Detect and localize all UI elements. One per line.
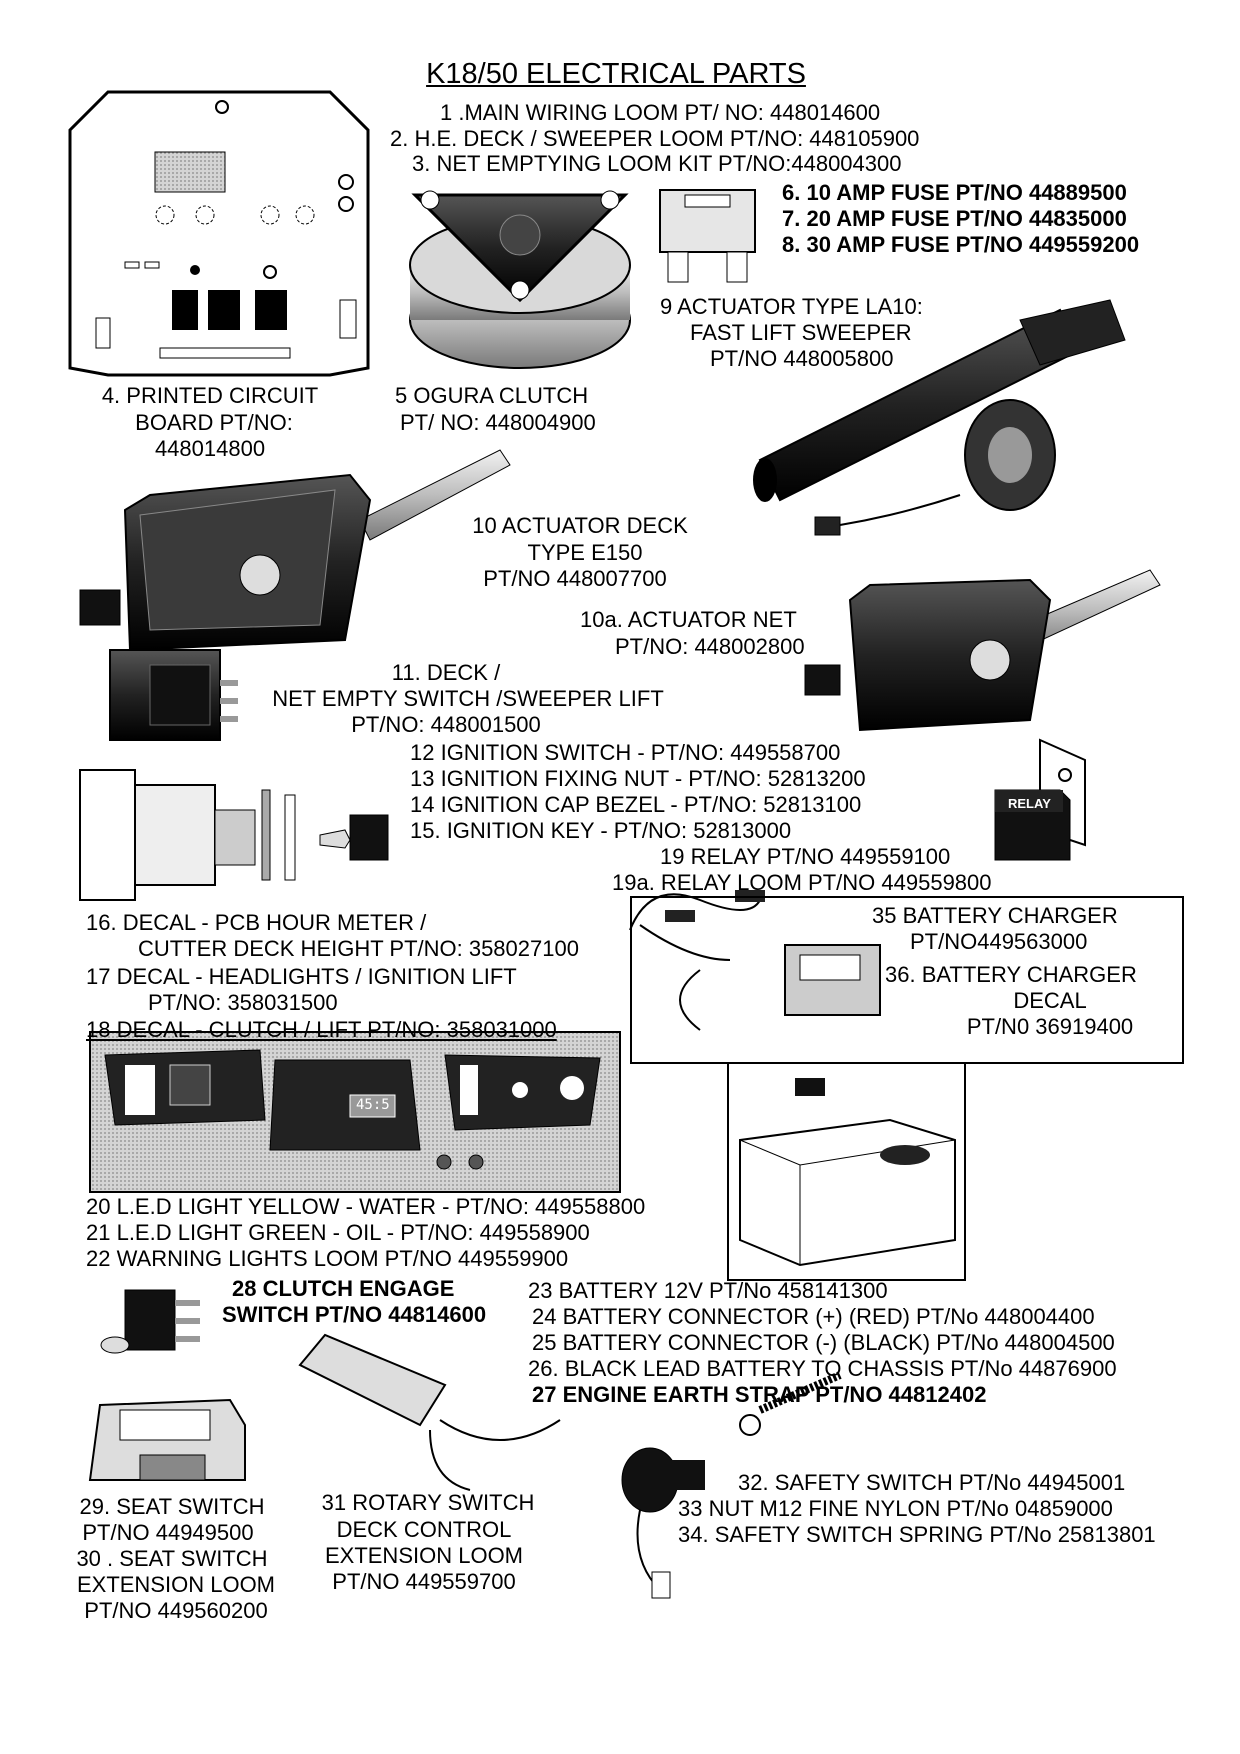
- label-actuator-net-2: PT/NO: 448002800: [615, 634, 805, 659]
- label-ignition-nut: 13 IGNITION FIXING NUT - PT/NO: 52813200: [410, 766, 866, 791]
- label-decal-17a: 17 DECAL - HEADLIGHTS / IGNITION LIFT: [86, 964, 517, 989]
- label-ignition-key: 15. IGNITION KEY - PT/NO: 52813000: [410, 818, 792, 843]
- label-actuator-deck-3: PT/NO 448007700: [483, 566, 667, 591]
- label-rotary-3: EXTENSION LOOM: [324, 1543, 524, 1568]
- label-charger-2: PT/NO449563000: [910, 929, 1088, 954]
- label-decal-18: 18 DECAL - CLUTCH / LIFT PT/NO: 35803100…: [86, 1017, 557, 1042]
- label-seat-ext-3: PT/NO 449560200: [84, 1598, 268, 1623]
- label-he-deck-loom: 2. H.E. DECK / SWEEPER LOOM PT/NO: 44810…: [390, 126, 920, 151]
- label-clutch-switch-1: 28 CLUTCH ENGAGE: [232, 1276, 455, 1301]
- actuator-net-drawing: [804, 569, 1161, 732]
- label-main-wiring-loom: 1 .MAIN WIRING LOOM PT/ NO: 448014600: [440, 100, 881, 125]
- label-seat-2: PT/NO 44949500: [82, 1520, 254, 1545]
- label-switch-2: NET EMPTY SWITCH /SWEEPER LIFT: [272, 686, 664, 711]
- label-battery: 23 BATTERY 12V PT/No 458141300: [528, 1278, 888, 1303]
- rotary-loom-drawing: [298, 1333, 561, 1491]
- label-actuator-la10-3: PT/NO 448005800: [710, 346, 894, 371]
- panel-display: 45:5: [356, 1097, 390, 1113]
- label-charger-decal-1: 36. BATTERY CHARGER: [885, 962, 1137, 987]
- label-charger-1: 35 BATTERY CHARGER: [872, 903, 1118, 928]
- label-relay: 19 RELAY PT/NO 449559100: [660, 844, 951, 869]
- label-rotary-4: PT/NO 449559700: [332, 1569, 516, 1594]
- label-actuator-deck-2: TYPE E150: [527, 540, 643, 565]
- label-battery-connector-pos: 24 BATTERY CONNECTOR (+) (RED) PT/No 448…: [532, 1304, 1095, 1329]
- label-actuator-la10-2: FAST LIFT SWEEPER: [690, 320, 912, 345]
- battery-box: [727, 1062, 966, 1281]
- label-charger-decal-3: PT/N0 36919400: [966, 1014, 1134, 1039]
- label-30-amp-fuse: 8. 30 AMP FUSE PT/NO 449559200: [782, 232, 1140, 257]
- label-20-amp-fuse: 7. 20 AMP FUSE PT/NO 44835000: [782, 206, 1127, 231]
- actuator-la10-drawing: [753, 299, 1126, 536]
- label-rotary-2: DECK CONTROL: [336, 1517, 512, 1542]
- label-pcb-1: 4. PRINTED CIRCUIT: [101, 383, 319, 408]
- label-earth-strap: 27 ENGINE EARTH STRAP PT/NO 44812402: [532, 1382, 987, 1407]
- safety-switch-drawing: [621, 1371, 842, 1599]
- clutch-drawing: [409, 190, 631, 369]
- label-decal-17b: PT/NO: 358031500: [148, 990, 338, 1015]
- label-pcb-2: BOARD PT/NO:: [135, 410, 293, 435]
- label-battery-connector-neg: 25 BATTERY CONNECTOR (-) (BLACK) PT/No 4…: [532, 1330, 1115, 1355]
- label-actuator-la10-1: 9 ACTUATOR TYPE LA10:: [660, 294, 923, 319]
- label-safety-spring: 34. SAFETY SWITCH SPRING PT/No 25813801: [678, 1522, 1156, 1547]
- battery-drawing: [739, 1078, 956, 1267]
- label-actuator-deck-1: 10 ACTUATOR DECK: [472, 513, 688, 538]
- label-clutch-switch-2: SWITCH PT/NO 44814600: [222, 1302, 487, 1327]
- label-switch-3: PT/NO: 448001500: [351, 712, 541, 737]
- label-clutch-2: PT/ NO: 448004900: [400, 410, 596, 435]
- label-clutch-1: 5 OGURA CLUTCH: [395, 383, 589, 408]
- label-10-amp-fuse: 6. 10 AMP FUSE PT/NO 44889500: [782, 180, 1127, 205]
- pcb-drawing: [68, 90, 370, 377]
- label-ignition-switch: 12 IGNITION SWITCH - PT/NO: 449558700: [410, 740, 841, 765]
- label-led-green: 21 L.E.D LIGHT GREEN - OIL - PT/NO: 4495…: [86, 1220, 590, 1245]
- ignition-drawing: [79, 769, 389, 901]
- label-actuator-net-1: 10a. ACTUATOR NET: [580, 607, 797, 632]
- label-relay-loom: 19a. RELAY LOOM PT/NO 449559800: [612, 870, 992, 895]
- decal-panel-drawing: [89, 1031, 621, 1193]
- label-switch-1: 11. DECK /: [391, 660, 501, 685]
- label-seat-ext-2: EXTENSION LOOM: [76, 1572, 276, 1597]
- label-seat-ext-1: 30 . SEAT SWITCH: [76, 1546, 268, 1571]
- label-warning-loom: 22 WARNING LIGHTS LOOM PT/NO 449559900: [86, 1246, 569, 1271]
- seat-switch-drawing: [88, 1398, 246, 1481]
- label-charger-decal-2: DECAL: [1013, 988, 1087, 1013]
- clutch-switch-drawing: [100, 1289, 200, 1354]
- label-decal-16b: CUTTER DECK HEIGHT PT/NO: 358027100: [138, 936, 579, 961]
- page-title: K18/50 ELECTRICAL PARTS: [426, 58, 806, 90]
- rocker-switch-drawing: [109, 649, 238, 741]
- relay-tag: RELAY: [1008, 796, 1051, 811]
- label-pcb-3: 448014800: [154, 436, 266, 461]
- actuator-deck-drawing: [79, 449, 511, 652]
- label-black-lead: 26. BLACK LEAD BATTERY TO CHASSIS PT/No …: [528, 1356, 1117, 1381]
- label-seat-1: 29. SEAT SWITCH: [79, 1494, 265, 1519]
- relay-drawing: [994, 738, 1086, 861]
- label-net-emptying-loom: 3. NET EMPTYING LOOM KIT PT/NO:448004300: [412, 151, 902, 176]
- label-rotary-1: 31 ROTARY SWITCH: [321, 1490, 535, 1515]
- label-safety-switch: 32. SAFETY SWITCH PT/No 44945001: [738, 1470, 1126, 1495]
- label-decal-16a: 16. DECAL - PCB HOUR METER /: [86, 910, 427, 935]
- label-nut-m12: 33 NUT M12 FINE NYLON PT/No 04859000: [678, 1496, 1113, 1521]
- fuse-drawing: [659, 189, 756, 283]
- label-led-yellow: 20 L.E.D LIGHT YELLOW - WATER - PT/NO: 4…: [86, 1194, 646, 1219]
- label-ignition-bezel: 14 IGNITION CAP BEZEL - PT/NO: 52813100: [410, 792, 862, 817]
